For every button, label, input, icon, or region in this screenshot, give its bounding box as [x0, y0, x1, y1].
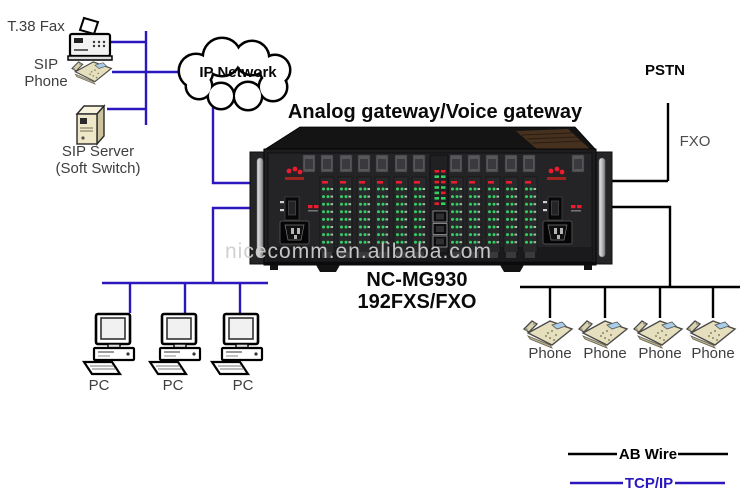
phone-label-1: Phone	[528, 345, 572, 362]
sip-phone-icon	[71, 61, 112, 85]
card-leds	[322, 181, 537, 258]
tcpip-wires	[102, 31, 268, 313]
pc-icon-3	[210, 312, 264, 376]
device-model-label: NC-MG930 192FXS/FXO	[357, 269, 477, 313]
phone-label-3: Phone	[638, 345, 682, 362]
sip-server-icon	[75, 104, 106, 146]
phone-label-4: Phone	[691, 345, 735, 362]
ab-wires	[520, 103, 740, 318]
phone-icon-2	[578, 320, 628, 349]
pc-label-3: PC	[232, 377, 254, 394]
pc-label-2: PC	[162, 377, 184, 394]
right-power-section	[542, 166, 582, 245]
left-power-section	[279, 166, 319, 245]
fax-label: T.38 Fax	[7, 18, 65, 35]
phone-icon-1	[523, 320, 573, 349]
watermark-text: nicecomm.en.alibaba.com	[225, 240, 492, 263]
diagram-title: Analog gateway/Voice gateway	[287, 101, 583, 123]
phone-icon-3	[633, 320, 683, 349]
pc-icon-1	[82, 312, 136, 376]
controller-module	[429, 154, 449, 254]
phone-icon-4	[686, 320, 736, 349]
ethernet-ports	[432, 210, 448, 248]
legend-tcpip-label: TCP/IP	[624, 475, 674, 492]
pc-icon-2	[148, 312, 202, 376]
legend-ab-wire-label: AB Wire	[618, 446, 678, 463]
sip-server-label: SIP Server (Soft Switch)	[55, 143, 141, 177]
ip-network-label: IP Network	[199, 64, 277, 81]
fxo-label: FXO	[679, 133, 711, 150]
ip-network-cloud	[177, 36, 292, 112]
left-handle	[256, 157, 264, 258]
fax-icon	[67, 16, 113, 61]
sip-phone-label: SIP Phone	[24, 56, 68, 90]
legend-lines	[568, 452, 728, 485]
phone-label-2: Phone	[583, 345, 627, 362]
pc-label-1: PC	[88, 377, 110, 394]
right-handle	[598, 157, 606, 258]
pstn-label: PSTN	[644, 62, 685, 79]
